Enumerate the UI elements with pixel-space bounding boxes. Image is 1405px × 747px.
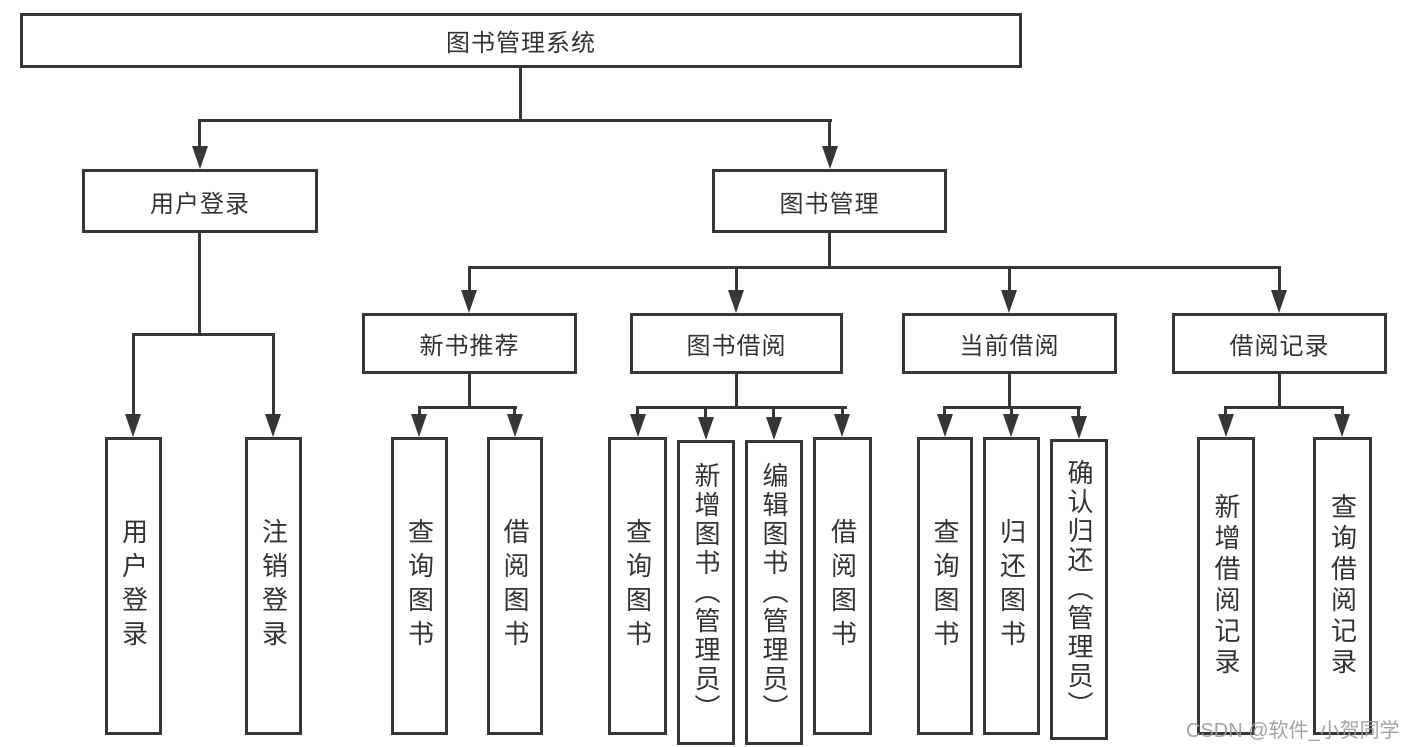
connector-line xyxy=(1278,374,1281,409)
arrow-down-icon xyxy=(937,414,953,437)
connector-line xyxy=(132,333,275,336)
arrow-down-icon xyxy=(766,417,782,440)
leaf-current-confirm-return-label: 确认归还（管理员） xyxy=(1064,459,1094,720)
node-book-management: 图书管理 xyxy=(712,169,947,233)
csdn-watermark: CSDN @软件_小贺同学 xyxy=(1186,720,1400,742)
arrow-down-icon xyxy=(411,414,427,437)
leaf-borrow-edit-books: 编辑图书（管理员） xyxy=(745,440,803,745)
connector-line xyxy=(519,68,522,120)
leaf-current-search-books-label: 查询图书 xyxy=(930,518,960,654)
node-current-borrowing: 当前借阅 xyxy=(902,313,1117,374)
arrow-down-icon xyxy=(1218,414,1234,437)
leaf-current-return-books: 归还图书 xyxy=(983,437,1040,735)
leaf-logout-label: 注销登录 xyxy=(258,518,289,654)
node-user-login: 用户登录 xyxy=(82,169,318,233)
leaf-current-return-books-label: 归还图书 xyxy=(996,518,1027,654)
node-book-borrowing-label: 图书借阅 xyxy=(686,333,787,360)
arrow-down-icon xyxy=(1334,414,1350,437)
connector-line xyxy=(1224,406,1344,409)
connector-line xyxy=(1010,406,1013,416)
arrow-down-icon xyxy=(1001,290,1017,313)
connector-line xyxy=(735,374,738,409)
connector-line xyxy=(468,266,471,292)
connector-line xyxy=(1008,374,1011,409)
leaf-records-add-record-label: 新增借阅记录 xyxy=(1211,493,1241,679)
arrow-down-icon xyxy=(1003,414,1019,437)
leaf-recommend-search-books-label: 查询图书 xyxy=(404,518,435,654)
connector-line xyxy=(841,406,844,416)
arrow-down-icon xyxy=(507,414,523,437)
arrow-down-icon xyxy=(698,417,714,440)
connector-line xyxy=(272,333,275,416)
leaf-current-search-books: 查询图书 xyxy=(917,437,973,735)
leaf-borrow-borrow-books-label: 借阅图书 xyxy=(827,518,858,654)
leaf-user-login: 用户登录 xyxy=(105,437,162,735)
node-book-management-label: 图书管理 xyxy=(779,190,880,218)
arrow-down-icon xyxy=(461,290,477,313)
leaf-current-confirm-return: 确认归还（管理员） xyxy=(1050,439,1108,740)
connector-line xyxy=(636,406,639,416)
leaf-logout: 注销登录 xyxy=(245,437,302,735)
arrow-down-icon xyxy=(1071,416,1087,439)
arrow-down-icon xyxy=(125,414,141,437)
arrow-down-icon xyxy=(728,290,744,313)
arrow-down-icon xyxy=(1271,290,1287,313)
connector-line xyxy=(636,406,847,409)
connector-line xyxy=(828,233,831,269)
leaf-records-search-record-label: 查询借阅记录 xyxy=(1327,493,1358,679)
connector-line xyxy=(418,406,421,416)
connector-line xyxy=(1341,406,1344,416)
node-borrowing-records-label: 借阅记录 xyxy=(1229,333,1330,360)
node-root: 图书管理系统 xyxy=(20,13,1022,68)
arrow-down-icon xyxy=(265,414,281,437)
connector-line xyxy=(704,406,707,418)
connector-line xyxy=(198,119,832,122)
connector-line xyxy=(513,406,516,416)
node-borrowing-records: 借阅记录 xyxy=(1172,313,1387,374)
leaf-records-add-record: 新增借阅记录 xyxy=(1197,437,1255,735)
node-current-borrowing-label: 当前借阅 xyxy=(959,333,1060,360)
connector-line xyxy=(735,266,738,292)
connector-line xyxy=(468,374,471,409)
leaf-borrow-add-books-label: 新增图书（管理员） xyxy=(691,462,721,723)
leaf-recommend-search-books: 查询图书 xyxy=(391,437,448,735)
node-root-label: 图书管理系统 xyxy=(446,30,596,57)
node-book-borrowing: 图书借阅 xyxy=(630,313,843,374)
leaf-borrow-search-books: 查询图书 xyxy=(608,437,667,735)
leaf-borrow-edit-books-label: 编辑图书（管理员） xyxy=(759,462,789,723)
connector-line xyxy=(1077,406,1080,418)
connector-line xyxy=(1278,266,1281,292)
connector-line xyxy=(1008,266,1011,292)
arrow-down-icon xyxy=(822,146,838,169)
connector-line xyxy=(772,406,775,418)
connector-line xyxy=(198,119,201,147)
node-user-login-label: 用户登录 xyxy=(150,190,250,218)
leaf-recommend-borrow-books: 借阅图书 xyxy=(487,437,543,735)
node-new-book-recommend: 新书推荐 xyxy=(362,313,577,374)
connector-line xyxy=(1224,406,1227,416)
connector-line xyxy=(468,266,1281,269)
leaf-borrow-add-books: 新增图书（管理员） xyxy=(677,440,735,745)
arrow-down-icon xyxy=(630,414,646,437)
connector-line xyxy=(828,119,831,147)
leaf-borrow-borrow-books: 借阅图书 xyxy=(813,437,872,735)
leaf-records-search-record: 查询借阅记录 xyxy=(1313,437,1372,735)
arrow-down-icon xyxy=(192,146,208,169)
connector-line xyxy=(132,333,135,416)
connector-line xyxy=(943,406,946,416)
leaf-recommend-borrow-books-label: 借阅图书 xyxy=(500,518,530,654)
connector-line xyxy=(198,233,201,335)
connector-line xyxy=(418,406,517,409)
arrow-down-icon xyxy=(834,414,850,437)
leaf-user-login-label: 用户登录 xyxy=(118,518,149,654)
leaf-borrow-search-books-label: 查询图书 xyxy=(622,518,653,654)
node-new-book-recommend-label: 新书推荐 xyxy=(419,333,520,360)
